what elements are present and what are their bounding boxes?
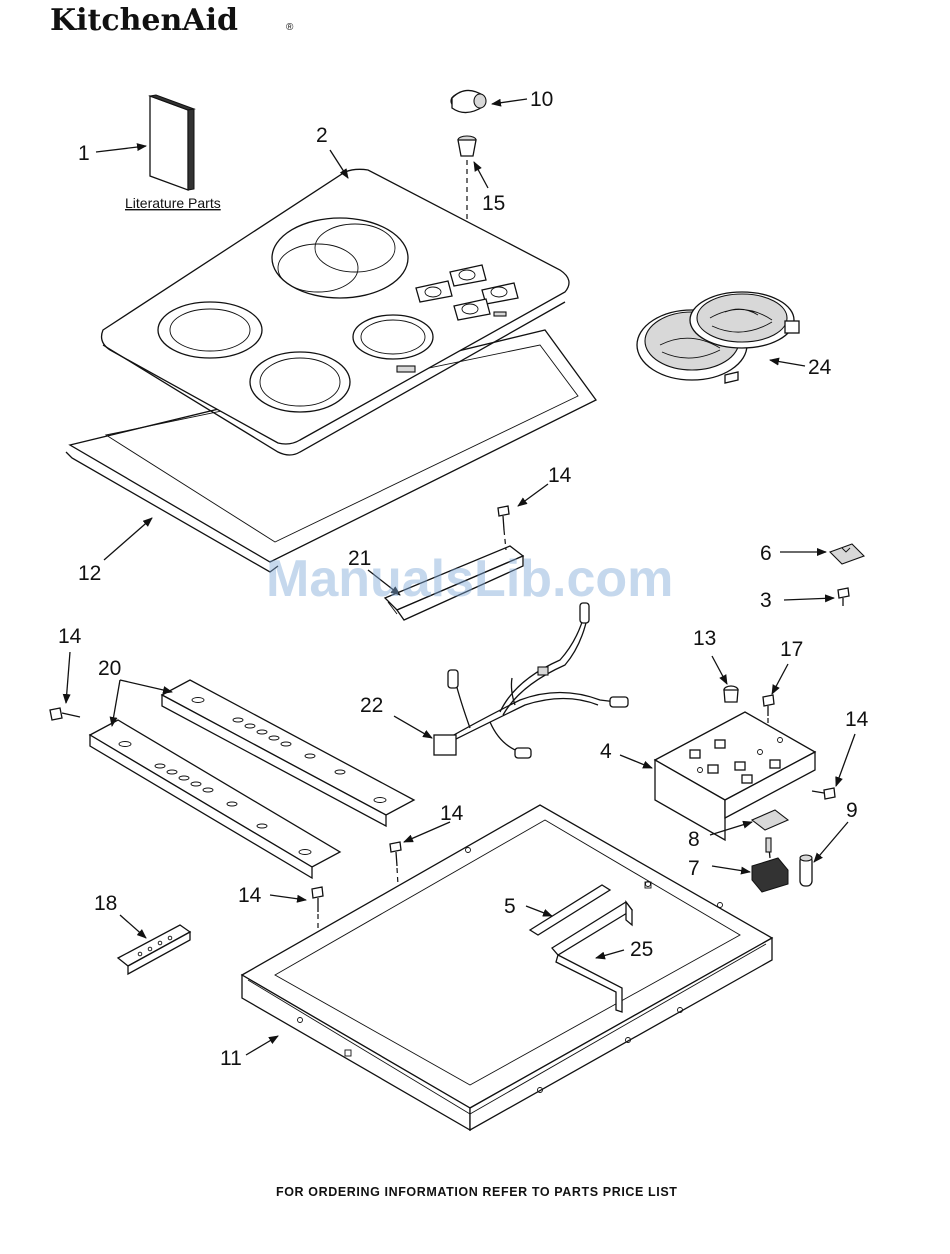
screw-box — [812, 788, 835, 799]
literature-parts-booklet — [150, 95, 194, 190]
callout-5: 5 — [504, 895, 516, 918]
callout-14-top: 14 — [548, 464, 572, 487]
callout-25: 25 — [630, 938, 653, 961]
callout-3: 3 — [760, 589, 772, 612]
clip — [830, 544, 864, 564]
radiant-element — [637, 292, 799, 383]
callout-8: 8 — [688, 828, 700, 851]
brand-logo: KitchenAid — [50, 3, 238, 38]
callout-17: 17 — [780, 638, 803, 661]
mounting-plate — [752, 810, 788, 830]
callout-24: 24 — [808, 356, 832, 379]
switch-shaft — [800, 855, 812, 886]
grommet — [724, 686, 738, 702]
wire-harness — [434, 603, 628, 758]
callout-14-center: 14 — [440, 802, 464, 825]
literature-parts-label: Literature Parts — [125, 195, 221, 211]
callout-22: 22 — [360, 694, 383, 717]
callout-11: 11 — [220, 1047, 242, 1070]
control-knob — [451, 90, 486, 112]
callout-1: 1 — [78, 142, 90, 165]
callout-14-left: 14 — [58, 625, 82, 648]
screw-left — [50, 708, 80, 720]
callout-12: 12 — [78, 562, 101, 585]
callout-9: 9 — [846, 799, 858, 822]
callout-10: 10 — [530, 88, 553, 111]
screw-21 — [498, 506, 509, 550]
callout-13: 13 — [693, 627, 716, 650]
callout-14-right: 14 — [845, 708, 869, 731]
knob-seal — [458, 136, 476, 156]
callout-20: 20 — [98, 657, 121, 680]
callout-15: 15 — [482, 192, 505, 215]
callout-18: 18 — [94, 892, 117, 915]
callout-7: 7 — [688, 857, 700, 880]
screw-3 — [838, 588, 849, 606]
callout-2: 2 — [316, 124, 328, 147]
brand-registered-mark: ® — [286, 22, 294, 33]
watermark: ManualsLib.com — [266, 550, 673, 608]
screw-14-center — [390, 842, 401, 885]
callout-4: 4 — [600, 740, 612, 763]
infinite-switch — [752, 838, 788, 892]
ordering-footer: FOR ORDERING INFORMATION REFER TO PARTS … — [276, 1185, 678, 1199]
callout-14-lower: 14 — [238, 884, 262, 907]
screw-14-lower — [312, 887, 323, 928]
callout-6: 6 — [760, 542, 772, 565]
infinite-switch-box — [655, 712, 815, 840]
small-bracket — [118, 925, 190, 974]
